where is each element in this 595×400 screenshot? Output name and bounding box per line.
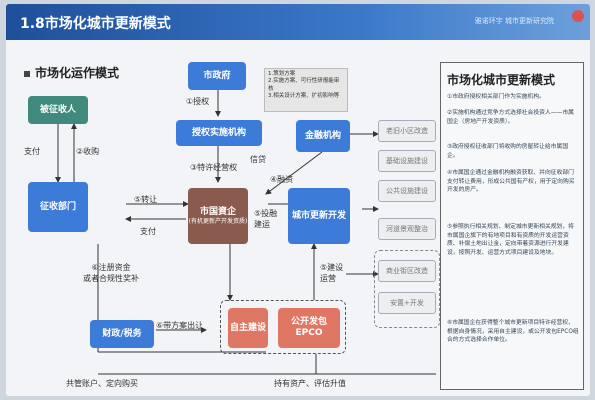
panel-step: ③政府授权征收部门将收购的房屋转让给市属国企。 <box>447 144 569 159</box>
self-build-node: 自主建设 <box>228 308 268 348</box>
epco-node: 公开发包EPCO <box>278 308 340 348</box>
scope-item: 老旧小区改造 <box>378 120 436 142</box>
scope-item: 基础设施建设 <box>378 150 436 172</box>
edge-label-build-operate: ⑤建设运营 <box>320 263 344 283</box>
bullet-icon <box>24 70 30 77</box>
scope-group <box>374 250 440 328</box>
financial-institution-node: 金融机构 <box>296 120 350 152</box>
edge-label-hold-assets: 持有资产、评估升值 <box>274 379 346 388</box>
expropriatee-node: 被征收人 <box>28 96 88 124</box>
scope-item: 商业街区改造 <box>378 260 436 282</box>
panel-step: ⑥市属国企在获得整个城市更新项目特许经营权、根据自身情况，采用自主建设，或公开发… <box>447 320 579 344</box>
section-title: 市场化运作模式 <box>24 64 119 81</box>
edge-label-credit: 信贷 <box>250 155 266 164</box>
edge-label-financing: ④融资 <box>270 175 294 184</box>
slide-title: 1.8市场化城市更新模式 <box>20 16 171 32</box>
planning-note: 1.策划方案 2.实施方案、可行性研报能审核 3.相关设计方案、扩初影响等 <box>264 68 348 112</box>
panel-step: ①市政府授权相关部门作为实施机构。 <box>447 94 545 100</box>
header-bar: 1.8市场化城市更新模式 雅诺环宇 城市更新研究院 <box>6 4 590 40</box>
soe-platform-node: 市国資企 (有机更新产开发资质) <box>188 188 248 244</box>
urban-renewal-dev-node: 城市更新开发 <box>288 188 350 244</box>
soe-platform-sublabel: (有机更新产开发资质) <box>188 217 248 225</box>
edge-label-pay: 支付 <box>140 227 156 236</box>
panel-step: ⑤参照执行相关规划、制定城市更新相关规划，将市属国企旗下的有地项目和有资质的开发… <box>447 224 574 257</box>
edge-label-capital: ⑥注册资金 或者合规性奖补 <box>83 263 139 283</box>
edge-label-authorize: ①授权 <box>186 97 210 106</box>
panel-title: 市场化城市更新模式 <box>447 73 556 87</box>
build-options-group <box>220 300 346 354</box>
edge-label-acquire: ②收购 <box>76 147 100 156</box>
edge-label-concession: ③特许经营权 <box>190 163 238 172</box>
scope-item: 河道景观整治 <box>378 218 436 240</box>
city-government-node: 市政府 <box>188 62 246 90</box>
edge-label-compensate: 支付 <box>24 147 40 156</box>
panel-step: ④市属国企通过金融机构融资获取、并向征收部门支付转让费用，形成公共国有产权，用于… <box>447 170 575 194</box>
panel-step: ②实施机构通过竞争方式选择社会投资人——市属国企（房地产开发资质）。 <box>447 110 574 125</box>
edge-label-invest-build: ⑤投融建运 <box>254 209 278 229</box>
edge-label-transfer: ⑤转让 <box>134 195 158 204</box>
description-panel: 市场化城市更新模式 ①市政府授权相关部门作为实施机构。 ②实施机构通过竞争方式选… <box>440 62 584 390</box>
logo-icon <box>572 10 584 22</box>
finance-tax-node: 财政/税务 <box>90 320 154 348</box>
authorized-agency-node: 授权实施机构 <box>176 120 262 146</box>
soe-platform-label: 市国資企 <box>199 207 236 217</box>
edge-label-shared-account: 共管账户、定向购买 <box>66 379 138 388</box>
scope-item: 公共设施建设 <box>378 180 436 202</box>
edge-label-tax-out: ⑥带方案出让 <box>156 321 204 330</box>
slide: 1.8市场化城市更新模式 雅诺环宇 城市更新研究院 市场化运作模式 <box>6 4 590 396</box>
scope-item: 安置+开发 <box>378 292 436 314</box>
expropriation-department-node: 征收部门 <box>28 182 88 232</box>
logo-text: 雅诺环宇 城市更新研究院 <box>474 17 554 25</box>
